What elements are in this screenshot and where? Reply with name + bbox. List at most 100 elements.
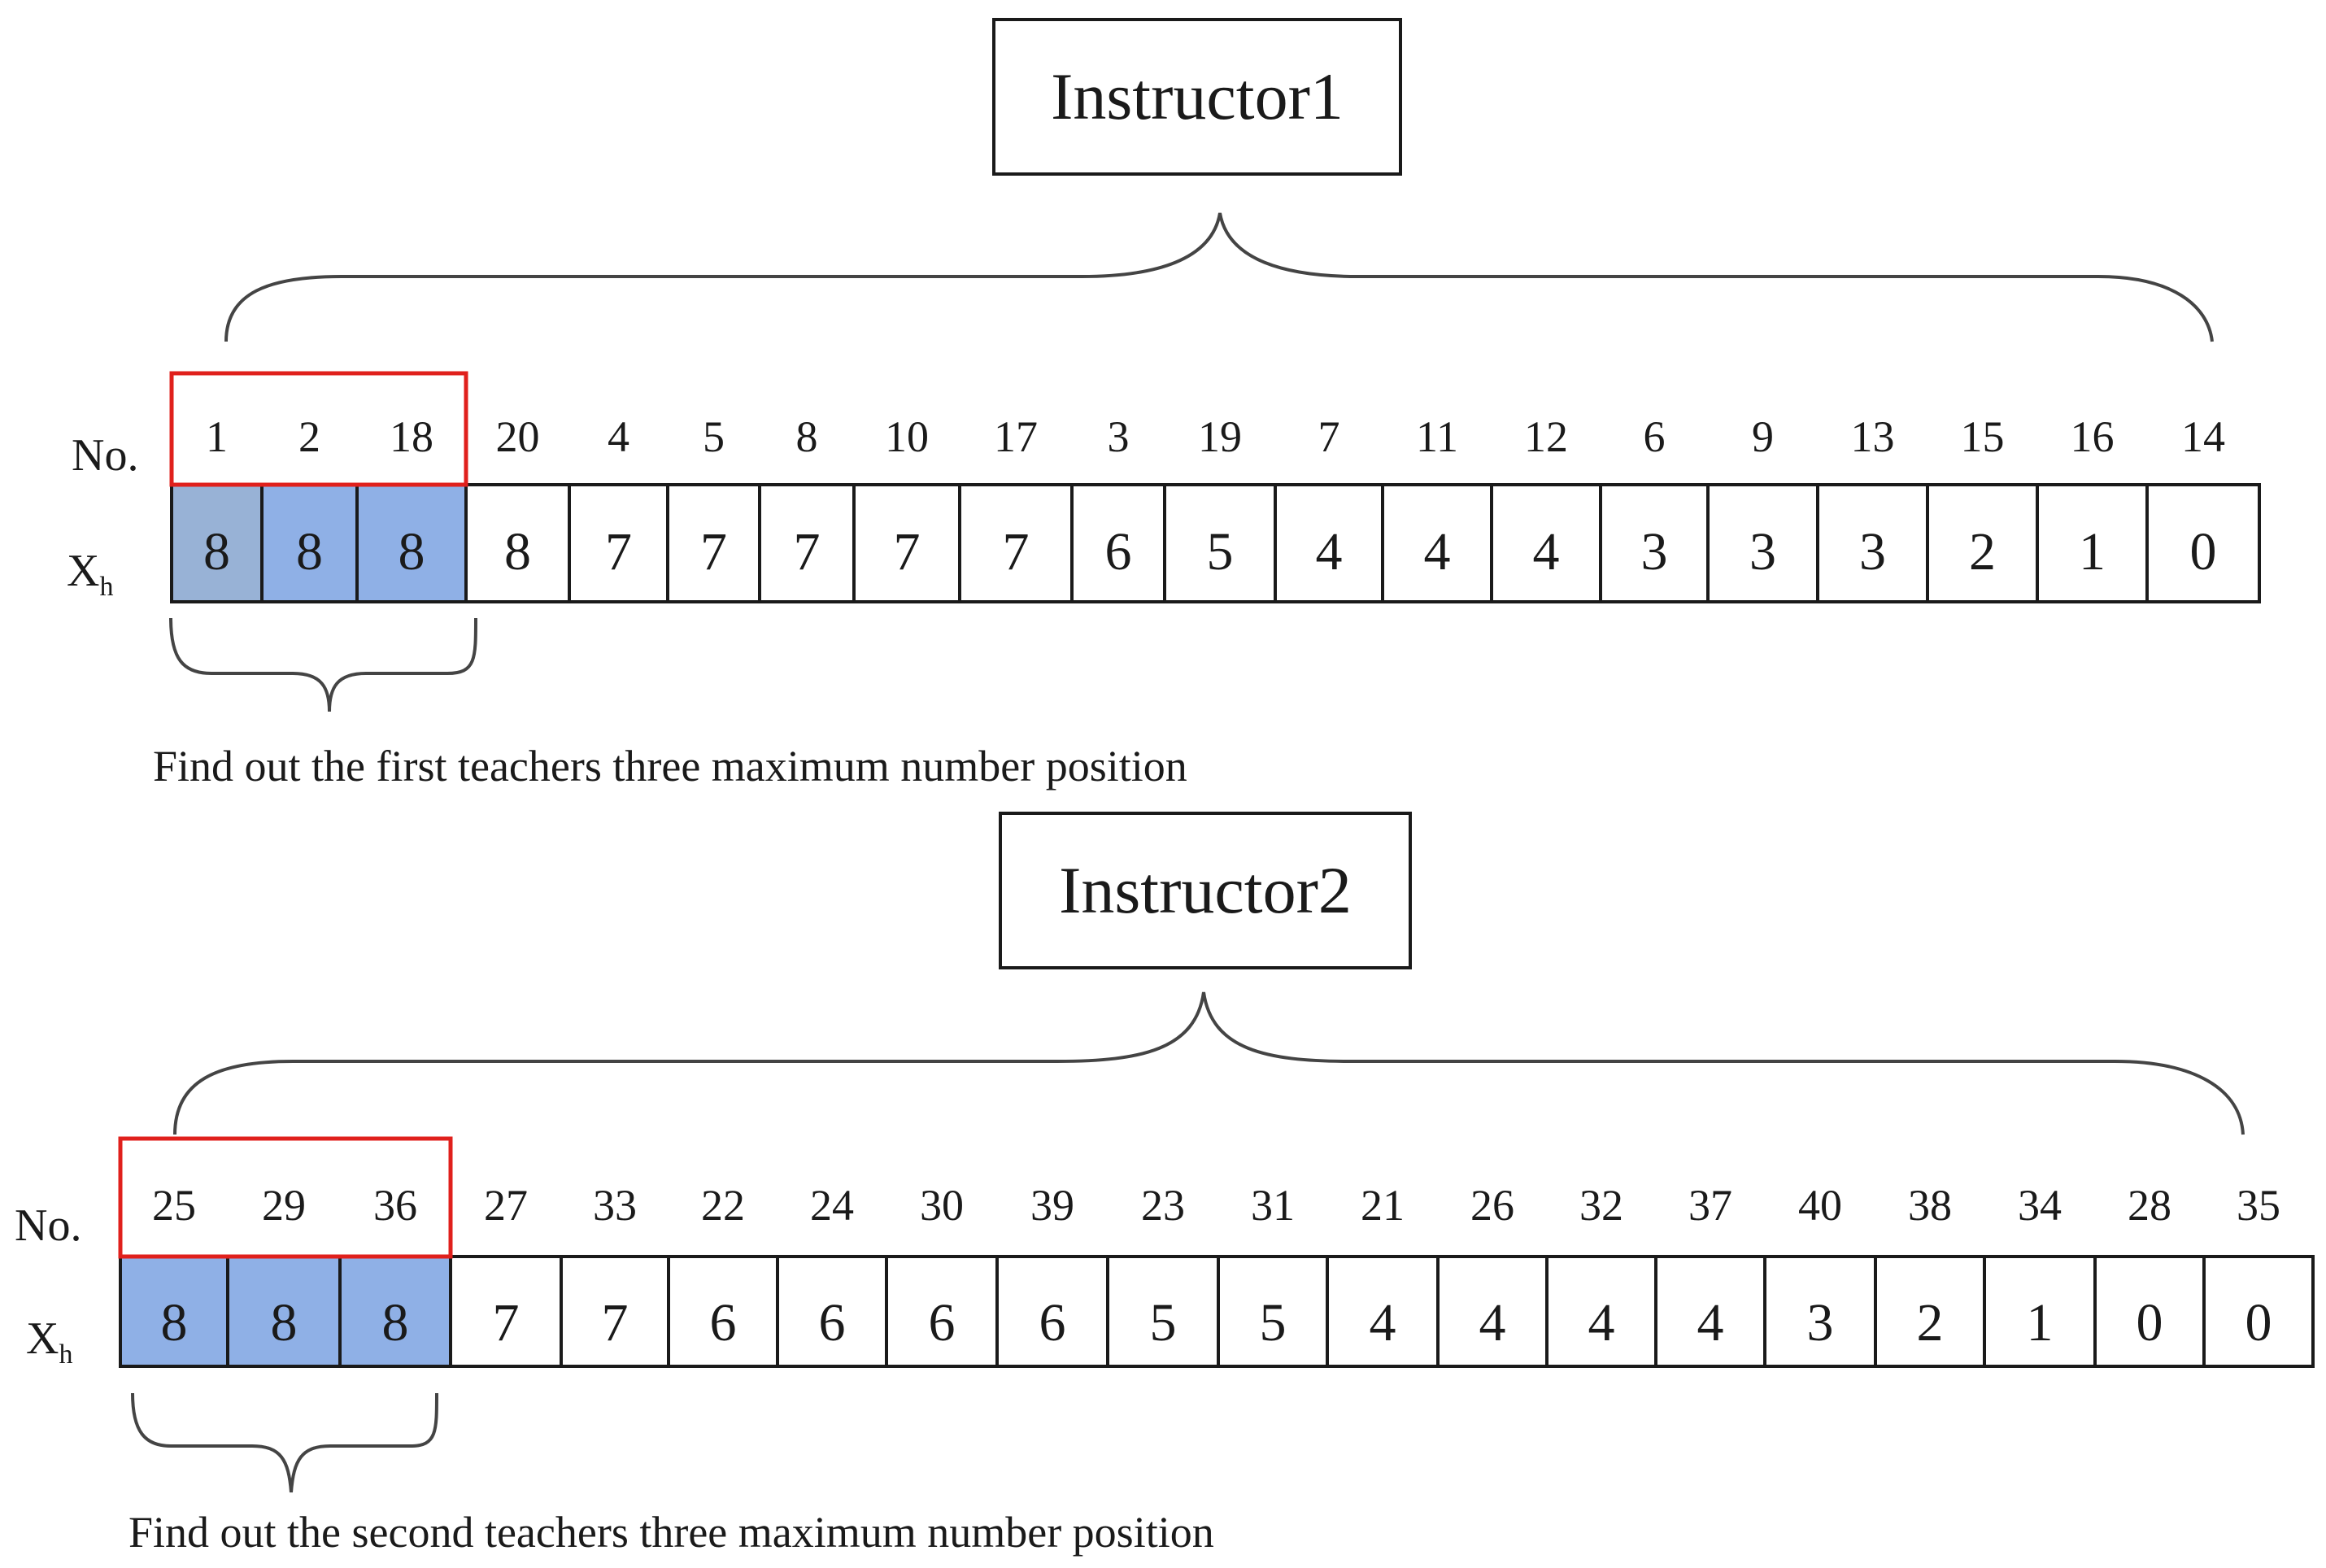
position-number: 34 bbox=[2018, 1181, 2062, 1230]
value-label: 4 bbox=[1316, 522, 1343, 581]
position-number: 1 bbox=[206, 412, 228, 461]
value-label: 8 bbox=[504, 522, 531, 581]
instructor1-title: Instructor1 bbox=[1051, 59, 1344, 133]
position-number: 12 bbox=[1524, 412, 1568, 461]
position-number: 31 bbox=[1251, 1181, 1295, 1230]
value-label: 6 bbox=[1039, 1293, 1066, 1352]
value-label: 7 bbox=[605, 522, 632, 581]
value-label: 8 bbox=[203, 522, 230, 581]
position-number: 18 bbox=[390, 412, 433, 461]
value-cell bbox=[1706, 483, 1819, 603]
value-label: 1 bbox=[2079, 522, 2106, 581]
instructor1-top3-highlight-box bbox=[169, 371, 468, 487]
instructor1-no-label: No. bbox=[72, 430, 138, 481]
value-label: 4 bbox=[1533, 522, 1560, 581]
position-number: 25 bbox=[152, 1181, 196, 1230]
value-cell bbox=[2145, 483, 2261, 603]
value-cell bbox=[1599, 483, 1710, 603]
value-cell bbox=[2036, 483, 2149, 603]
position-number: 3 bbox=[1108, 412, 1130, 461]
instructor2-no-label: No. bbox=[15, 1200, 81, 1251]
instructor1-bottom-brace bbox=[169, 617, 477, 712]
value-cell bbox=[776, 1255, 888, 1368]
value-label: 6 bbox=[1105, 522, 1132, 581]
position-number: 4 bbox=[608, 412, 629, 461]
value-label: 7 bbox=[794, 522, 821, 581]
value-label: 3 bbox=[1807, 1293, 1834, 1352]
value-cell bbox=[1874, 1255, 1986, 1368]
value-label: 8 bbox=[296, 522, 323, 581]
value-label: 0 bbox=[2245, 1293, 2272, 1352]
position-number: 23 bbox=[1141, 1181, 1185, 1230]
value-label: 3 bbox=[1749, 522, 1776, 581]
value-label: 4 bbox=[1588, 1293, 1615, 1352]
position-number: 14 bbox=[2181, 412, 2225, 461]
value-label: 4 bbox=[1424, 522, 1451, 581]
value-label: 7 bbox=[602, 1293, 629, 1352]
value-label: 6 bbox=[710, 1293, 737, 1352]
position-number: 29 bbox=[262, 1181, 306, 1230]
value-cell bbox=[1926, 483, 2039, 603]
position-number: 28 bbox=[2128, 1181, 2171, 1230]
position-number: 32 bbox=[1579, 1181, 1623, 1230]
value-label: 7 bbox=[1003, 522, 1030, 581]
value-label: 2 bbox=[1969, 522, 1996, 581]
instructor1-top-brace bbox=[224, 212, 2214, 342]
position-number: 37 bbox=[1688, 1181, 1732, 1230]
value-label: 5 bbox=[1207, 522, 1234, 581]
value-cell bbox=[1381, 483, 1493, 603]
position-number: 40 bbox=[1798, 1181, 1842, 1230]
value-label: 3 bbox=[1859, 522, 1886, 581]
value-cell bbox=[995, 1255, 1109, 1368]
value-label: 7 bbox=[894, 522, 921, 581]
position-number: 17 bbox=[994, 412, 1038, 461]
value-label: 1 bbox=[2027, 1293, 2054, 1352]
value-label: 2 bbox=[1917, 1293, 1944, 1352]
instructor2-top-brace bbox=[173, 991, 2245, 1135]
instructor1-caption: Find out the first teachers three maximu… bbox=[153, 742, 1187, 791]
position-number: 7 bbox=[1318, 412, 1340, 461]
instructor2-bottom-brace bbox=[131, 1392, 438, 1493]
value-cell bbox=[2202, 1255, 2315, 1368]
value-cell bbox=[958, 483, 1074, 603]
value-label: 4 bbox=[1479, 1293, 1506, 1352]
position-number: 6 bbox=[1644, 412, 1666, 461]
instructor1-xh-label: Xh bbox=[67, 546, 113, 602]
value-label: 5 bbox=[1260, 1293, 1287, 1352]
value-cell bbox=[568, 483, 669, 603]
value-label: 6 bbox=[929, 1293, 956, 1352]
value-label: 8 bbox=[161, 1293, 188, 1352]
value-label: 5 bbox=[1150, 1293, 1177, 1352]
value-cell bbox=[885, 1255, 999, 1368]
value-cell bbox=[1274, 483, 1384, 603]
position-number: 38 bbox=[1908, 1181, 1952, 1230]
value-label: 7 bbox=[493, 1293, 520, 1352]
instructor1-title-box bbox=[992, 18, 1402, 176]
value-cell bbox=[2093, 1255, 2206, 1368]
position-number: 20 bbox=[496, 412, 540, 461]
position-number: 8 bbox=[796, 412, 818, 461]
instructor2-caption: Find out the second teachers three maxim… bbox=[128, 1508, 1214, 1557]
position-number: 26 bbox=[1470, 1181, 1514, 1230]
value-cell bbox=[560, 1255, 670, 1368]
value-cell bbox=[1436, 1255, 1548, 1368]
value-cell bbox=[170, 483, 264, 603]
position-number: 24 bbox=[810, 1181, 854, 1230]
value-label: 4 bbox=[1370, 1293, 1396, 1352]
value-cell bbox=[667, 1255, 779, 1368]
value-label: 7 bbox=[700, 522, 727, 581]
instructor2-xh-label: Xh bbox=[26, 1313, 72, 1370]
position-number: 13 bbox=[1851, 412, 1895, 461]
instructor2-title-box bbox=[999, 812, 1412, 969]
position-number: 35 bbox=[2237, 1181, 2280, 1230]
position-number: 36 bbox=[373, 1181, 417, 1230]
value-label: 6 bbox=[819, 1293, 846, 1352]
value-cell bbox=[1983, 1255, 2097, 1368]
position-number: 15 bbox=[1961, 412, 2005, 461]
value-cell bbox=[852, 483, 961, 603]
position-number: 27 bbox=[484, 1181, 528, 1230]
